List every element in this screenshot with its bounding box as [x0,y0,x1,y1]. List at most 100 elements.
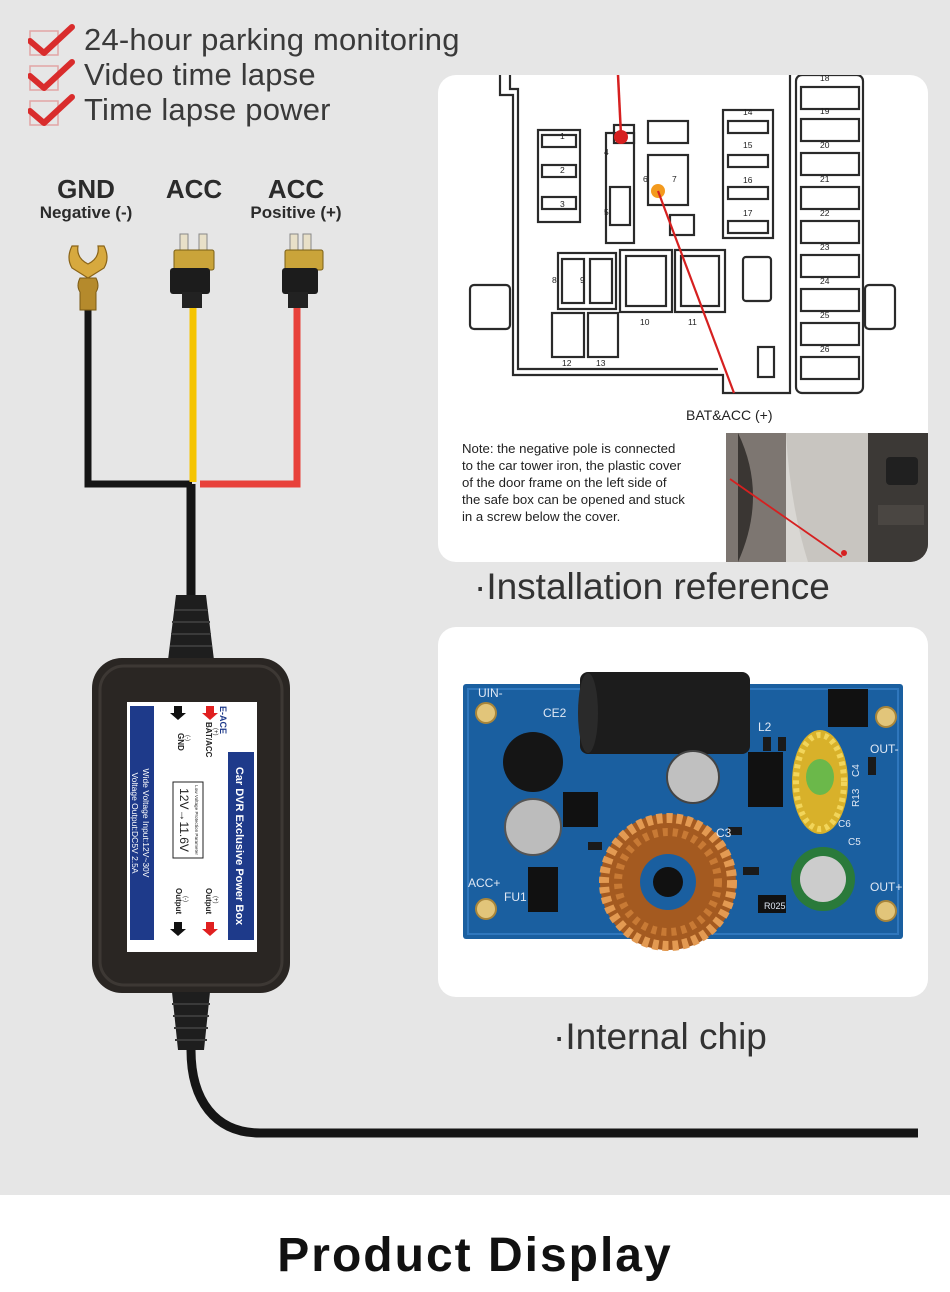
svg-text:GND: GND [176,733,185,751]
pcb-image: UIN- CE2 L2 OUT- ACC+ FU1 OUT+ C3 C6 C5 … [463,672,903,951]
output-cable-end [440,1128,918,1138]
gnd-title: GND [57,174,115,204]
svg-text:11: 11 [688,317,697,327]
svg-text:26: 26 [820,344,830,354]
svg-text:1: 1 [560,131,565,141]
svg-text:14: 14 [743,107,753,117]
bat-acc-terminal: BAT/ACC (+) [202,706,218,758]
svg-text:C6: C6 [838,819,851,830]
check-icon [28,93,75,126]
svg-text:20: 20 [820,140,830,150]
strain-relief-top [168,595,214,660]
svg-text:(-): (-) [182,896,188,902]
svg-text:L2: L2 [758,720,772,734]
toroid-inductor [599,813,737,951]
check-icon [28,58,75,91]
check-icon [28,23,75,56]
svg-text:C4: C4 [851,764,862,777]
feature-text: Time lapse power [84,91,331,127]
acc-title: ACC [165,174,223,204]
svg-text:25: 25 [820,310,830,320]
output-negative-terminal: Output (-) [170,888,188,936]
svg-text:21: 21 [820,174,830,184]
svg-text:18: 18 [820,75,830,83]
svg-text:15: 15 [743,140,753,150]
acc-fuse-tap-icon [170,233,215,308]
svg-text:22: 22 [820,208,830,218]
output-cable [186,1049,440,1138]
svg-text:UIN-: UIN- [478,686,503,700]
protection-value-text: 12V→11.6V [177,788,191,852]
svg-text:6: 6 [643,174,648,184]
acc-positive-wire-label: ACC Positive (+) [240,175,352,223]
svg-text:Output: Output [204,888,213,915]
svg-text:12: 12 [562,358,572,368]
gnd-terminal: GND (-) [170,706,190,751]
output-positive-terminal: Output (+) [202,888,218,936]
svg-text:10: 10 [640,317,650,327]
svg-text:23: 23 [820,242,830,252]
svg-text:13: 13 [596,358,606,368]
product-display-title: Product Display [277,1229,673,1282]
svg-text:FU1: FU1 [504,890,527,904]
internal-chip-card: UIN- CE2 L2 OUT- ACC+ FU1 OUT+ C3 C6 C5 … [438,627,928,997]
box-title-text: Car DVR Exclusive Power Box [233,767,245,926]
feature-text: Video time lapse [84,56,316,92]
fork-terminal-icon [68,245,108,311]
bat-marker-dot [614,130,628,144]
acc-positive-title: ACC [267,174,325,204]
svg-text:5: 5 [604,207,609,217]
feature-item: 24-hour parking monitoring [28,22,460,57]
svg-text:ACC+: ACC+ [468,876,500,890]
svg-text:17: 17 [743,208,753,218]
chip-caption: ·Internal chip [553,1016,767,1057]
svg-text:4: 4 [604,147,609,157]
svg-text:R025: R025 [764,901,786,911]
svg-text:2: 2 [560,165,565,175]
bat-acc-marker-label: BAT&ACC (+) [686,407,772,423]
svg-text:8: 8 [552,275,557,285]
product-image-area: 24-hour parking monitoring Video time la… [0,0,950,1195]
bottom-banner: Product Display [0,1195,950,1292]
svg-text:7: 7 [672,174,677,184]
svg-text:16: 16 [743,175,753,185]
acc-positive-subtitle: Positive (+) [250,203,342,222]
feature-text: 24-hour parking monitoring [84,21,460,57]
feature-list: 24-hour parking monitoring Video time la… [28,22,460,127]
input-spec-text: Wide Voltage Input:12V~30V [141,769,151,878]
svg-text:OUT-: OUT- [870,742,899,756]
svg-text:R13: R13 [851,788,862,807]
electrolytic-capacitor [580,672,750,754]
svg-text:C5: C5 [848,837,861,848]
feature-item: Video time lapse [28,57,460,92]
protection-title-text: Low Voltage Protection Parameter [194,785,199,855]
strain-relief-bottom [172,992,210,1050]
installation-card: 1 2 3 4 5 6 7 8 9 10 11 12 13 14 15 16 1… [438,75,928,562]
installation-caption: ·Installation reference [474,566,830,607]
svg-text:(+): (+) [212,896,218,904]
brand-text: E-ACE [218,706,228,734]
installation-note: Note: the negative pole is connected to … [462,441,685,524]
fuse-number-labels: 1 2 3 4 5 6 7 8 9 10 11 12 13 14 15 16 1… [552,75,830,368]
gnd-subtitle: Negative (-) [39,203,133,222]
svg-text:24: 24 [820,276,830,286]
svg-text:OUT+: OUT+ [870,880,902,894]
svg-text:Output: Output [174,888,183,915]
positive-wire [200,305,301,488]
gnd-wire-label: GND Negative (-) [28,175,144,223]
car-door-photo [726,433,928,562]
output-spec-text: Voltage Output:DC5V 2.5A [130,772,140,873]
fuse-box-diagram: 1 2 3 4 5 6 7 8 9 10 11 12 13 14 15 16 1… [468,75,928,562]
small-toroid [792,730,848,834]
svg-text:19: 19 [820,106,830,116]
svg-text:3: 3 [560,199,565,209]
positive-fuse-tap-icon [282,233,324,308]
svg-text:9: 9 [580,275,585,285]
svg-text:C3: C3 [716,826,732,840]
feature-item: Time lapse power [28,92,460,127]
svg-text:CE2: CE2 [543,706,567,720]
gnd-wire [84,310,192,488]
svg-text:(-): (-) [184,735,190,741]
svg-text:(+): (+) [212,728,218,736]
wiring-harness: Wide Voltage Input:12V~30V Voltage Outpu… [68,233,440,1138]
